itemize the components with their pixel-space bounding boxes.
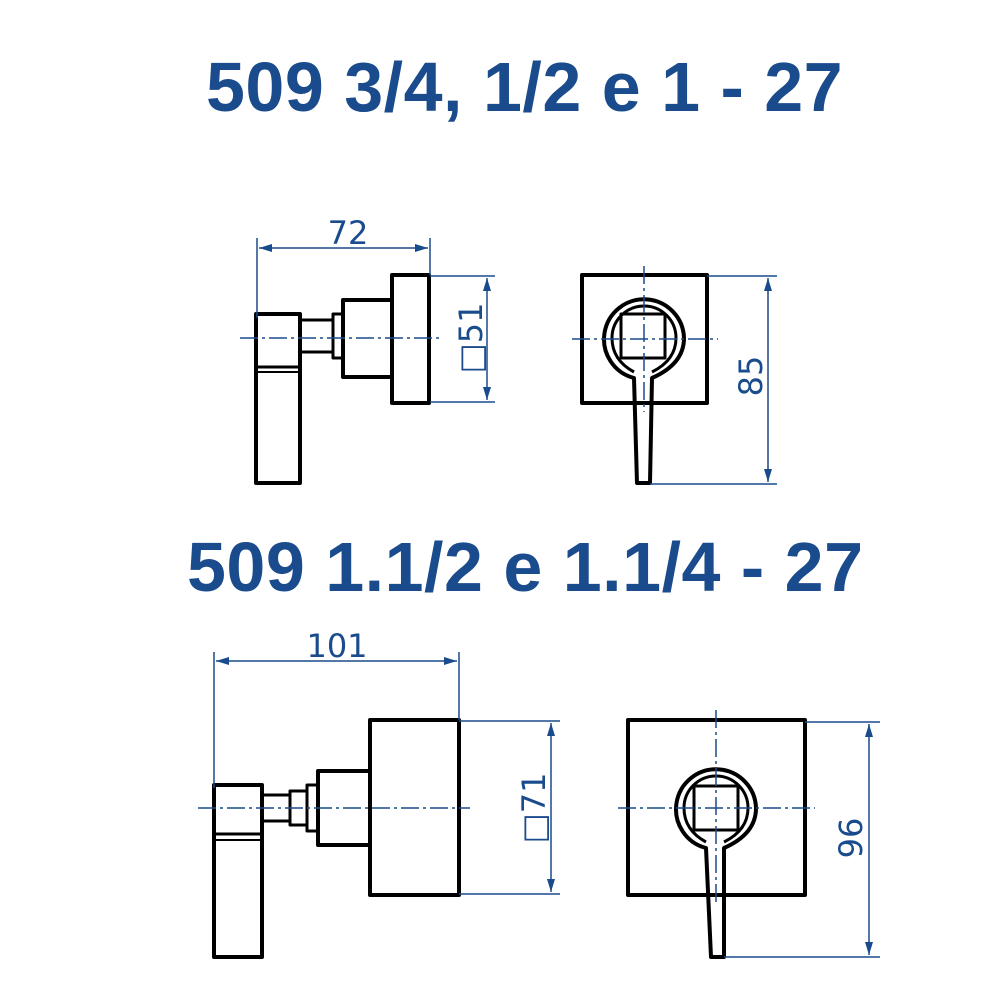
top-side-stem — [298, 318, 335, 354]
bottom-side-view — [212, 718, 461, 959]
top-side-view — [254, 273, 431, 485]
top-side-wall-plate — [390, 273, 431, 405]
bottom-front-dimensions — [618, 710, 880, 958]
bottom-width-label: 101 — [306, 627, 367, 665]
top-front-lever — [602, 297, 686, 485]
title-model-small: 509 3/4, 1/2 e 1 - 27 — [206, 48, 844, 126]
top-front-dimensions — [572, 266, 777, 485]
bottom-square-label: □71 — [515, 773, 553, 844]
bottom-side-dimensions — [198, 652, 560, 895]
top-side-dimensions — [240, 238, 495, 403]
top-height-label: 85 — [732, 356, 770, 397]
title-model-large: 509 1.1/2 e 1.1/4 - 27 — [187, 528, 864, 606]
bottom-front-lever — [674, 767, 758, 959]
bottom-height-label: 96 — [832, 818, 870, 859]
bottom-side-handle — [212, 783, 264, 959]
top-width-label: 72 — [328, 214, 369, 252]
top-square-label: □51 — [452, 303, 490, 374]
top-front-spindle-square — [619, 312, 667, 360]
top-side-handle — [254, 312, 302, 485]
